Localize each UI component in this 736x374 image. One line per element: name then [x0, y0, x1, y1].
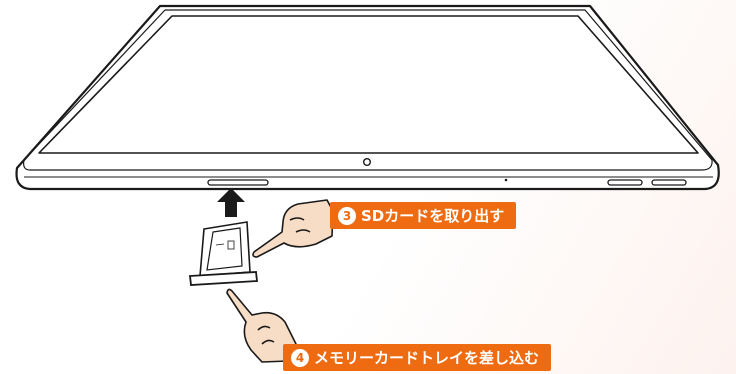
tray-handle: [189, 271, 258, 286]
sd-card-line: [215, 243, 225, 246]
sd-card-tray: [189, 221, 258, 286]
tablet-device: [15, 4, 720, 191]
pointing-hand-icon: [252, 199, 334, 258]
tablet-microphone: [504, 178, 508, 182]
step-3-label: SDカードを取り出す: [361, 207, 505, 225]
step-3-callout: 3 SDカードを取り出す: [330, 202, 517, 229]
pointing-hand-icon: [226, 288, 297, 363]
step-3-badge: 3: [338, 206, 356, 225]
sd-card-label: [227, 240, 235, 250]
up-arrow-icon: [217, 188, 245, 217]
tablet-side-button-2: [651, 179, 687, 186]
tablet-side-button-1: [607, 179, 643, 186]
step-4-badge: 4: [291, 348, 309, 367]
tablet-screen: [38, 15, 699, 154]
tablet-home-indicator: [363, 157, 372, 166]
step-4-callout: 4 メモリーカードトレイを差し込む: [283, 344, 552, 371]
tablet-card-slot: [207, 179, 269, 186]
tablet-outer-frame: [15, 4, 720, 191]
tablet-inner-bezel: [23, 9, 713, 171]
step-4-label: メモリーカードトレイを差し込む: [314, 349, 540, 367]
sd-card: [206, 227, 243, 271]
